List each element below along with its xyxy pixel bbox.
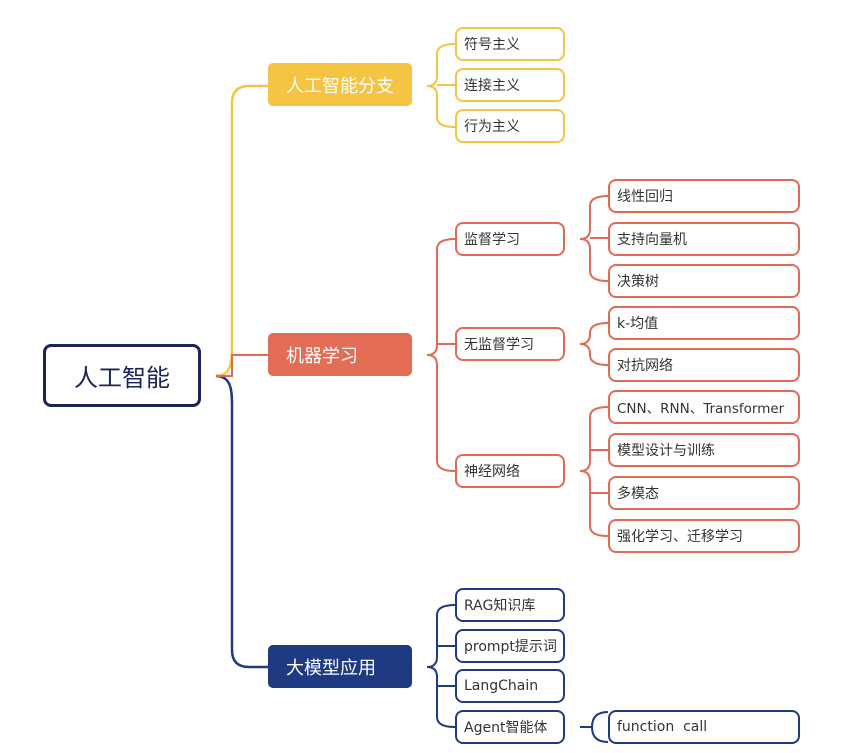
bracket-neural (579, 406, 609, 537)
leaf-label: 神经网络 (464, 464, 520, 480)
bracket-supervised (579, 195, 609, 282)
leaf-label: function call (617, 719, 708, 735)
leaf-label: 多模态 (617, 486, 659, 502)
leaf-rag[interactable]: RAG知识库 (455, 588, 565, 622)
leaf-prompt[interactable]: prompt提示词 (455, 629, 565, 663)
connector-root-llm (215, 374, 268, 669)
leaf-label: 对抗网络 (617, 358, 673, 374)
node-supervised-learning[interactable]: 监督学习 (455, 222, 565, 256)
leaf-label: LangChain (464, 678, 539, 694)
connector-root-ml (216, 354, 268, 377)
bracket-unsupervised (579, 322, 609, 366)
leaf-langchain[interactable]: LangChain (455, 669, 565, 703)
branch-machine-learning-label: 机器学习 (286, 345, 358, 367)
leaf-label: CNN、RNN、Transformer (617, 401, 785, 417)
leaf-svm[interactable]: 支持向量机 (608, 222, 800, 256)
bracket-agent (580, 711, 609, 729)
bracket-ml (426, 238, 456, 472)
node-neural-network[interactable]: 神经网络 (455, 454, 565, 488)
branch-machine-learning[interactable]: 机器学习 (268, 333, 412, 376)
leaf-label: k-均值 (617, 316, 659, 332)
leaf-label: 线性回归 (617, 189, 673, 205)
branch-ai-branches[interactable]: 人工智能分支 (268, 63, 412, 106)
leaf-function-call[interactable]: function call (608, 710, 800, 744)
leaf-label: 决策树 (617, 274, 659, 290)
leaf-k-means[interactable]: k-均值 (608, 306, 800, 340)
leaf-label: 无监督学习 (464, 337, 534, 353)
branch-ai-branches-label: 人工智能分支 (286, 75, 394, 97)
root-node[interactable]: 人工智能 (43, 344, 201, 407)
bracket-llm (426, 604, 456, 728)
leaf-label: 符号主义 (464, 37, 520, 53)
leaf-label: Agent智能体 (464, 720, 548, 736)
leaf-label: 模型设计与训练 (617, 443, 715, 459)
leaf-reinforcement-transfer[interactable]: 强化学习、迁移学习 (608, 519, 800, 553)
leaf-decision-tree[interactable]: 决策树 (608, 264, 800, 298)
leaf-cnn-rnn-transformer[interactable]: CNN、RNN、Transformer (608, 390, 800, 424)
leaf-gan[interactable]: 对抗网络 (608, 348, 800, 382)
leaf-multimodal[interactable]: 多模态 (608, 476, 800, 510)
branch-llm-applications-label: 大模型应用 (286, 657, 376, 679)
leaf-label: 监督学习 (464, 232, 520, 248)
bracket-ai-branch (426, 43, 456, 128)
leaf-label: prompt提示词 (464, 639, 557, 655)
leaf-label: RAG知识库 (464, 598, 536, 614)
leaf-symbolism[interactable]: 符号主义 (455, 27, 565, 61)
node-unsupervised-learning[interactable]: 无监督学习 (455, 327, 565, 361)
leaf-model-design-training[interactable]: 模型设计与训练 (608, 433, 800, 467)
root-label: 人工智能 (74, 364, 170, 392)
branch-llm-applications[interactable]: 大模型应用 (268, 645, 412, 688)
leaf-behaviorism[interactable]: 行为主义 (455, 109, 565, 143)
leaf-agent[interactable]: Agent智能体 (455, 710, 565, 744)
leaf-label: 强化学习、迁移学习 (617, 529, 743, 545)
leaf-label: 行为主义 (464, 119, 520, 135)
connector-root-ai-branch (215, 84, 268, 378)
leaf-linear-regression[interactable]: 线性回归 (608, 179, 800, 213)
leaf-label: 连接主义 (464, 78, 520, 94)
leaf-label: 支持向量机 (617, 232, 687, 248)
leaf-connectionism[interactable]: 连接主义 (455, 68, 565, 102)
